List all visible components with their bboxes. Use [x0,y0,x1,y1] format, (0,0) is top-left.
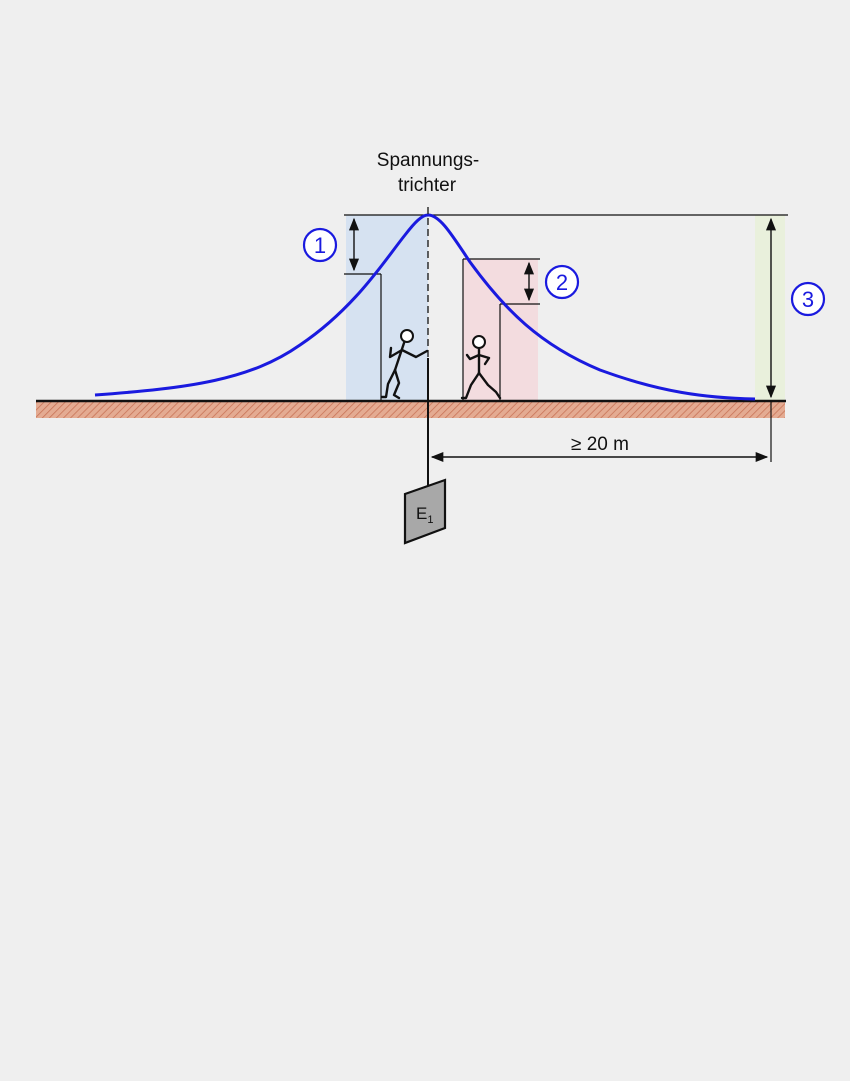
ground-soil [36,402,785,418]
earth-electrode: E1 [403,478,447,545]
marker-1: 1 [302,227,338,263]
zone-2-outline [462,258,540,401]
marker-2: 2 [544,264,580,300]
svg-text:E1: E1 [416,504,433,526]
distance-label: ≥ 20 m [571,434,629,455]
marker-3: 3 [790,281,826,317]
zone-3-shading [755,215,785,401]
person-touch-voltage-icon [380,329,429,400]
voltage-funnel-curve [94,213,756,401]
title-line-2: trichter [398,175,457,196]
electrode-label: E [416,504,427,523]
electrode-subscript: 1 [427,514,433,526]
marker-3-number: 3 [802,287,814,312]
person-step-voltage-icon [460,335,502,400]
marker-1-number: 1 [314,233,326,258]
title-line-1: Spannungs- [377,150,479,171]
marker-2-number: 2 [556,270,568,295]
zone-1-shading [346,215,428,401]
